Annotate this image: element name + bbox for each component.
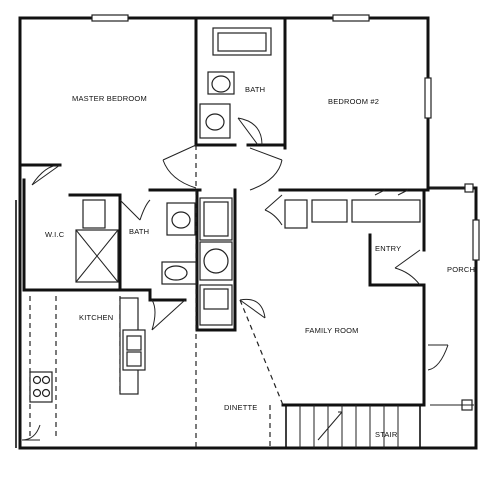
label-bath-lower: BATH bbox=[129, 227, 149, 236]
closet-bed2 bbox=[284, 199, 308, 229]
label-porch: PORCH bbox=[447, 265, 475, 274]
fixtures bbox=[29, 27, 421, 403]
range bbox=[29, 371, 53, 403]
linen-shelf bbox=[82, 199, 106, 229]
room-labels: MASTER BEDROOM BATH BEDROOM #2 W.I.C BAT… bbox=[45, 85, 475, 439]
closet-shelf bbox=[311, 199, 348, 223]
windows bbox=[91, 14, 480, 261]
label-master-bedroom: MASTER BEDROOM bbox=[72, 94, 147, 103]
label-dinette: DINETTE bbox=[224, 403, 257, 412]
label-family-room: FAMILY ROOM bbox=[305, 326, 359, 335]
label-bedroom2: BEDROOM #2 bbox=[328, 97, 379, 106]
porch bbox=[430, 183, 474, 411]
label-wic: W.I.C bbox=[45, 230, 65, 239]
stair bbox=[285, 404, 421, 449]
label-stair: STAIR bbox=[375, 430, 398, 439]
label-kitchen: KITCHEN bbox=[79, 313, 113, 322]
doors bbox=[21, 117, 449, 441]
label-bath-upper: BATH bbox=[245, 85, 265, 94]
label-entry: ENTRY bbox=[375, 244, 401, 253]
bedroom-closet bbox=[351, 199, 421, 223]
